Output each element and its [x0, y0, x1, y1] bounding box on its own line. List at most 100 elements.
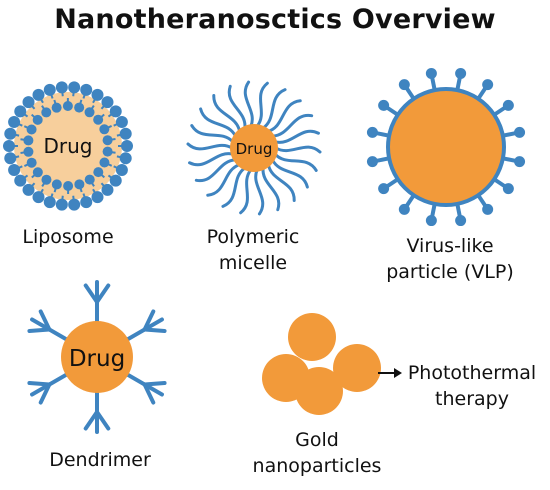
gold-label-line2: nanoparticles [252, 455, 382, 477]
lipid-head [74, 102, 85, 113]
lipid-head [32, 167, 43, 178]
lipid-head [119, 152, 132, 165]
lipid-head [101, 96, 114, 109]
dendrimer-branch [95, 283, 111, 304]
photothermal-label-line1: Photothermal [407, 362, 537, 384]
polymer-tail [188, 152, 235, 167]
vlp-label: Virus-like particle (VLP) [365, 233, 535, 285]
photothermal-label: Photothermal therapy [402, 360, 542, 412]
micelle-label: Polymeric micelle [188, 224, 318, 276]
dendrimer-core [61, 321, 133, 393]
lipid-head [93, 114, 104, 125]
polymer-tail [266, 163, 296, 202]
gold-particle [333, 344, 381, 392]
micelle-drug-label: Drug [236, 140, 273, 158]
lipid-head [80, 196, 93, 209]
lipid-head [93, 167, 104, 178]
lipid-head [32, 114, 43, 125]
lipid-head [41, 174, 52, 185]
vlp-spike-tip [514, 126, 526, 138]
photothermal-label-line2: therapy [435, 388, 509, 410]
lipid-head [23, 135, 34, 146]
micelle-label-line1: Polymeric [206, 226, 300, 248]
vlp-spike-tip [455, 67, 467, 79]
lipid-head [115, 116, 128, 129]
lipid-head [4, 152, 17, 165]
vlp-spike-tip [378, 183, 390, 195]
lipid-head [91, 88, 104, 101]
polymer-tail [239, 168, 253, 215]
lipid-head [91, 191, 104, 204]
dendrimer-branch [27, 380, 52, 387]
lipid-head [51, 102, 62, 113]
lipid-head [51, 179, 62, 190]
gold-label-line1: Gold [295, 429, 339, 451]
polymer-tail [199, 107, 237, 138]
lipid-head [23, 146, 34, 157]
lipid-head [8, 116, 21, 129]
gold-particle [288, 313, 336, 361]
gold-particle [295, 367, 343, 415]
polymer-tail [212, 94, 242, 133]
arrow-to-photothermal [378, 368, 402, 378]
lipid-head [62, 101, 73, 112]
polymer-tail [194, 158, 237, 182]
polymer-tail [274, 145, 322, 154]
lipid-head [43, 196, 56, 209]
lipid-head [32, 191, 45, 204]
dendrimer-label: Dendrimer [49, 449, 151, 471]
vlp-spike-tip [482, 203, 494, 215]
lipid-head [3, 140, 15, 152]
lipid-head [101, 183, 114, 196]
polymer-tail [206, 163, 242, 197]
lipid-head [109, 174, 122, 187]
vlp-spike-tip [455, 215, 467, 227]
polymer-tail [261, 166, 281, 212]
lipid-head [84, 107, 95, 118]
polymer-tail [271, 158, 309, 189]
gold-label: Gold nanoparticles [252, 427, 382, 479]
lipid-head [99, 124, 110, 135]
lipid-head [22, 96, 35, 109]
lipid-head [14, 174, 27, 187]
lipid-head [32, 88, 45, 101]
polymer-tail [243, 80, 254, 128]
lipid-head [41, 107, 52, 118]
vlp-body [386, 87, 506, 207]
lipid-head [115, 163, 128, 176]
lipid-head [74, 179, 85, 190]
micelle-core [230, 124, 278, 172]
vlp-spike-tip [425, 215, 437, 227]
liposome-drug-label: Drug [44, 134, 93, 158]
vlp-spike-tip [398, 79, 410, 91]
vlp-illustration [366, 67, 526, 227]
gold-nanoparticles-illustration [262, 313, 381, 415]
polymer-tail [186, 142, 234, 151]
micelle-polymer-tails [186, 80, 322, 216]
micelle-illustration: Drug [186, 80, 322, 216]
vlp-spike-tip [366, 126, 378, 138]
lipid-head [109, 105, 122, 118]
polymer-tail [273, 129, 320, 144]
vlp-spike-tip [378, 99, 390, 111]
lipid-head [26, 124, 37, 135]
dendrimer-branch [142, 327, 167, 334]
vlp-spike-tip [398, 203, 410, 215]
dendrimer-branch [38, 309, 52, 332]
polymer-tail [227, 84, 247, 130]
liposome-label: Liposome [22, 226, 114, 248]
polymer-tail [261, 88, 287, 130]
lipid-head [102, 146, 113, 157]
dendrimer-branch [83, 410, 99, 431]
polymer-tail [255, 81, 269, 128]
vlp-spike-tip [502, 183, 514, 195]
liposome-lipid-heads [3, 81, 133, 211]
micelle-label-line2: micelle [218, 252, 288, 274]
polymer-tail [254, 168, 265, 216]
lipid-head [55, 81, 68, 94]
dendrimer-illustration: Drug [27, 280, 167, 434]
vlp-spike-tip [502, 99, 514, 111]
lipid-head [63, 180, 74, 191]
polymer-tail [273, 152, 318, 172]
